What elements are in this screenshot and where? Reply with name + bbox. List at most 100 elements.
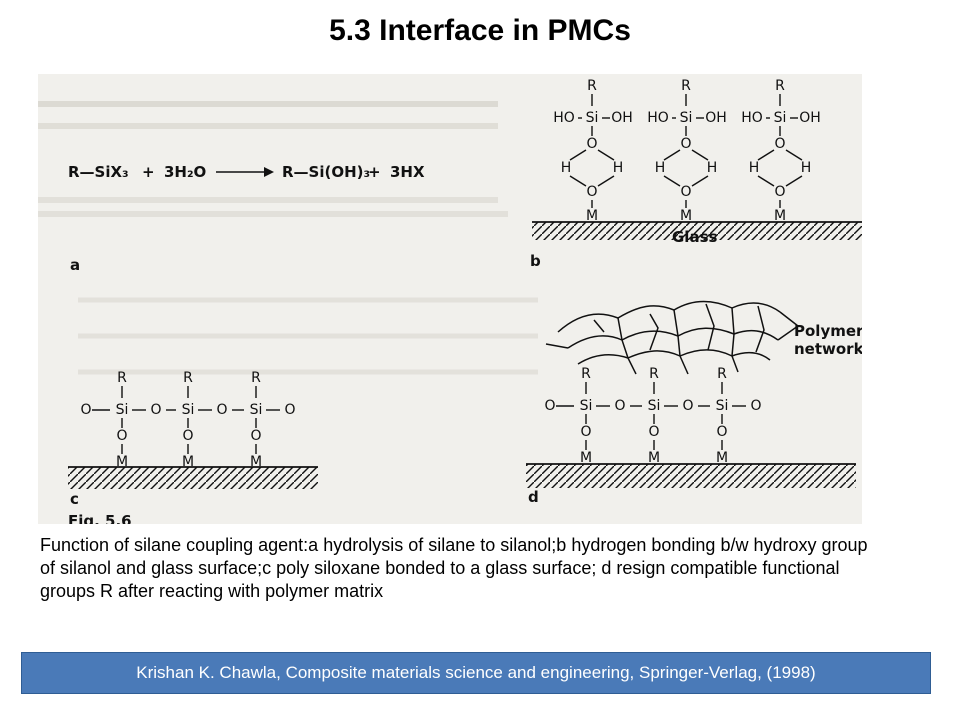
atom-r: R (681, 78, 691, 94)
atom-h: H (613, 160, 624, 176)
atom-o: O (614, 398, 625, 414)
figure-canvas: R—SiX₃ + 3H₂O R—Si(OH)₃ + 3HX a Glass b … (38, 74, 862, 524)
atom-o: O (774, 184, 785, 200)
atom-r: R (117, 370, 127, 386)
bond-line (597, 175, 615, 187)
atom-r: R (587, 78, 597, 94)
bond-line (785, 149, 803, 161)
atom-r: R (251, 370, 261, 386)
atom-h: H (707, 160, 718, 176)
bond-line (785, 175, 803, 187)
atom-o: O (648, 424, 659, 440)
polymer-label: Polymer (794, 322, 862, 340)
substrate-surface-d (526, 464, 856, 488)
panel-d-letter: d (528, 488, 539, 506)
atom-h: H (561, 160, 572, 176)
bond-line (691, 175, 709, 187)
atom-h: H (655, 160, 666, 176)
atom-ho: HO (647, 110, 669, 126)
atom-r: R (775, 78, 785, 94)
atom-m: M (774, 208, 786, 224)
network-label: network (794, 340, 862, 358)
atom-o: O (750, 398, 761, 414)
reactant-silane: R—SiX₃ (68, 163, 129, 181)
glass-surface (532, 222, 862, 240)
atom-r: R (183, 370, 193, 386)
acid: 3HX (390, 163, 425, 181)
plus-sign: + (142, 163, 155, 181)
atom-ho: HO (741, 110, 763, 126)
atom-o: O (586, 136, 597, 152)
atom-o: O (682, 398, 693, 414)
atom-si: Si (648, 398, 661, 414)
atom-r: R (581, 366, 591, 382)
atom-m: M (716, 450, 728, 466)
atom-r: R (649, 366, 659, 382)
atom-ho: HO (553, 110, 575, 126)
atom-o: O (216, 402, 227, 418)
bond-line (663, 175, 681, 187)
atom-si: Si (586, 110, 599, 126)
atom-o: O (116, 428, 127, 444)
atom-h: H (749, 160, 760, 176)
atom-o: O (544, 398, 555, 414)
atom-si: Si (774, 110, 787, 126)
atom-m: M (250, 454, 262, 470)
atom-oh: OH (611, 110, 633, 126)
atom-oh: OH (705, 110, 727, 126)
atom-si: Si (250, 402, 263, 418)
plus-sign: + (368, 163, 381, 181)
substrate-surface-c (68, 467, 318, 489)
atom-o: O (182, 428, 193, 444)
atom-m: M (580, 450, 592, 466)
atom-o: O (284, 402, 295, 418)
atom-o: O (250, 428, 261, 444)
atom-si: Si (580, 398, 593, 414)
atom-o: O (580, 424, 591, 440)
panel-a-letter: a (70, 256, 80, 274)
atom-o: O (680, 136, 691, 152)
reaction-arrow-icon (264, 167, 274, 177)
bond-line (597, 149, 615, 161)
citation-footer: Krishan K. Chawla, Composite materials s… (21, 652, 931, 694)
bond-line (569, 149, 587, 161)
atom-o: O (716, 424, 727, 440)
atom-m: M (182, 454, 194, 470)
atom-o: O (680, 184, 691, 200)
panel-b-letter: b (530, 252, 541, 270)
atom-oh: OH (799, 110, 821, 126)
glass-label: Glass (672, 228, 718, 246)
slide-title: 5.3 Interface in PMCs (329, 14, 631, 47)
atom-m: M (680, 208, 692, 224)
silane-figure: R—SiX₃ + 3H₂O R—Si(OH)₃ + 3HX a Glass b … (38, 74, 862, 524)
atom-r: R (717, 366, 727, 382)
atom-si: Si (680, 110, 693, 126)
atom-si: Si (182, 402, 195, 418)
ghost-background-text (38, 74, 862, 524)
atom-si: Si (116, 402, 129, 418)
bond-line (757, 175, 775, 187)
atom-o: O (150, 402, 161, 418)
bond-line (663, 149, 681, 161)
figure-caption: Function of silane coupling agent:a hydr… (40, 535, 868, 601)
panel-c-letter: c (70, 490, 79, 508)
atom-m: M (586, 208, 598, 224)
polymer-network (545, 300, 800, 375)
figure-label: Fig. 5.6 (68, 512, 132, 524)
product-silanol: R—Si(OH)₃ (282, 163, 370, 181)
atom-h: H (801, 160, 812, 176)
bond-line (569, 175, 587, 187)
bond-line (691, 149, 709, 161)
atom-si: Si (716, 398, 729, 414)
water: 3H₂O (164, 163, 206, 181)
atom-o: O (586, 184, 597, 200)
atom-o: O (774, 136, 785, 152)
atom-m: M (648, 450, 660, 466)
atom-o: O (80, 402, 91, 418)
bond-line (757, 149, 775, 161)
panel-a: R—SiX₃ + 3H₂O R—Si(OH)₃ + 3HX a (68, 163, 425, 274)
atom-m: M (116, 454, 128, 470)
